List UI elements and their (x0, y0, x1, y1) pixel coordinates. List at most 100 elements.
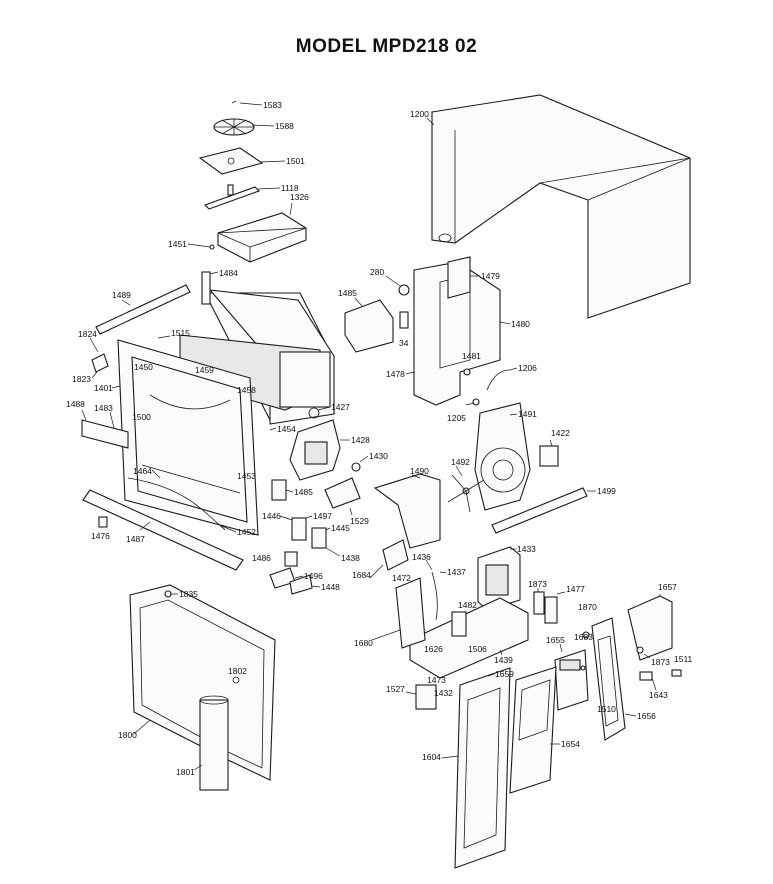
label-1800: 1800 (118, 730, 137, 740)
label-1643: 1643 (649, 690, 668, 700)
label-1490: 1490 (410, 466, 429, 476)
label-1118: 1118 (281, 183, 299, 193)
label-1835: 1835 (179, 589, 198, 599)
label-1801: 1801 (176, 767, 195, 777)
label-1684: 1684 (352, 570, 371, 580)
label-1873b: 1873 (651, 657, 670, 667)
part-1205 (472, 398, 480, 406)
label-1436: 1436 (412, 552, 431, 562)
stirrer-bracket-part (203, 184, 261, 210)
label-1492: 1492 (451, 457, 470, 467)
bracket-1484-part (201, 271, 211, 305)
label-1401: 1401 (94, 383, 113, 393)
shield-1657-part (627, 595, 673, 661)
switch-1497-part (291, 517, 307, 541)
label-1529: 1529 (350, 516, 369, 526)
part-1684 (382, 539, 409, 571)
label-1497: 1497 (313, 511, 332, 521)
label-1604: 1604 (422, 752, 441, 762)
label-1433: 1433 (517, 544, 536, 554)
label-1458: 1458 (237, 385, 256, 395)
label-1654: 1654 (561, 739, 580, 749)
back-panel-1478-part (413, 256, 501, 406)
label-34: 34 (399, 338, 409, 348)
label-1448: 1448 (321, 582, 340, 592)
bottom-strip-1487-part (82, 489, 244, 571)
label-1657: 1657 (658, 582, 677, 592)
part-1873 (533, 591, 545, 615)
part-1476 (98, 516, 108, 528)
label-1206: 1206 (518, 363, 537, 373)
label-1476: 1476 (91, 531, 110, 541)
label-1499: 1499 (597, 486, 616, 496)
page-title: MODEL MPD218 02 (295, 36, 478, 57)
outer-cabinet-part (431, 94, 691, 319)
wire-harness-1464-part (127, 477, 226, 531)
label-1430: 1430 (369, 451, 388, 461)
bracket-1488-part (81, 419, 129, 449)
label-1481: 1481 (462, 351, 481, 361)
part-1448 (289, 574, 313, 595)
part-labels: 1583 1588 1501 1118 1326 1451 1200 1484 … (66, 100, 693, 777)
part-1430 (351, 462, 361, 472)
wire-1206-part (486, 369, 511, 391)
label-1488: 1488 (66, 399, 85, 409)
label-1500: 1500 (132, 412, 151, 422)
front-frame-part (117, 339, 259, 536)
label-1501: 1501 (286, 156, 305, 166)
hinge-1823-part (91, 353, 109, 373)
part-1683 (580, 665, 586, 671)
label-280: 280 (370, 267, 384, 277)
control-panel-1654-part (509, 666, 557, 794)
part-1870 (582, 631, 590, 639)
label-1482: 1482 (458, 600, 477, 610)
label-1450: 1450 (134, 362, 153, 372)
label-1656: 1656 (637, 711, 656, 721)
lamp-280-part (398, 284, 410, 296)
part-1643 (639, 671, 653, 681)
label-1205: 1205 (447, 413, 466, 423)
label-1484: 1484 (219, 268, 238, 278)
base-plate-1439-part (409, 597, 529, 679)
label-1487: 1487 (126, 534, 145, 544)
label-1480: 1480 (511, 319, 530, 329)
label-1486: 1486 (252, 553, 271, 563)
label-1438: 1438 (341, 553, 360, 563)
label-1583: 1583 (263, 100, 282, 110)
label-1515: 1515 (171, 328, 190, 338)
base-bracket-1490-part (373, 473, 441, 549)
waveguide-part (217, 212, 307, 263)
label-1452: 1452 (237, 527, 256, 537)
label-1473: 1473 (427, 675, 446, 685)
label-1489: 1489 (112, 290, 131, 300)
label-1511: 1511 (674, 654, 693, 664)
label-1439: 1439 (494, 655, 513, 665)
label-1483: 1483 (94, 403, 113, 413)
label-1428: 1428 (351, 435, 370, 445)
label-1655: 1655 (546, 635, 565, 645)
label-1326: 1326 (290, 192, 309, 202)
top-strip-1489-part (95, 284, 191, 335)
label-1680: 1680 (354, 638, 373, 648)
label-1873: 1873 (528, 579, 547, 589)
strip-1499-part (491, 487, 588, 534)
label-1870: 1870 (578, 602, 597, 612)
screw-1451-part (209, 244, 215, 250)
fan-bracket-1491-part (474, 402, 531, 511)
label-1478: 1478 (386, 369, 405, 379)
part-1486 (284, 551, 298, 567)
thermostat-1422-part (539, 445, 559, 467)
label-1464: 1464 (133, 466, 152, 476)
part-1477 (544, 596, 558, 624)
control-board-1655-part (554, 649, 589, 711)
label-1506: 1506 (468, 644, 487, 654)
label-1479: 1479 (481, 271, 500, 281)
door-choke-1801-part (199, 695, 229, 791)
part-1482 (451, 611, 467, 637)
label-1824: 1824 (78, 329, 97, 339)
label-1454: 1454 (277, 424, 296, 434)
switch-1445-part (311, 527, 327, 549)
label-1453: 1453 (237, 471, 256, 481)
label-1485: 1485 (294, 487, 313, 497)
